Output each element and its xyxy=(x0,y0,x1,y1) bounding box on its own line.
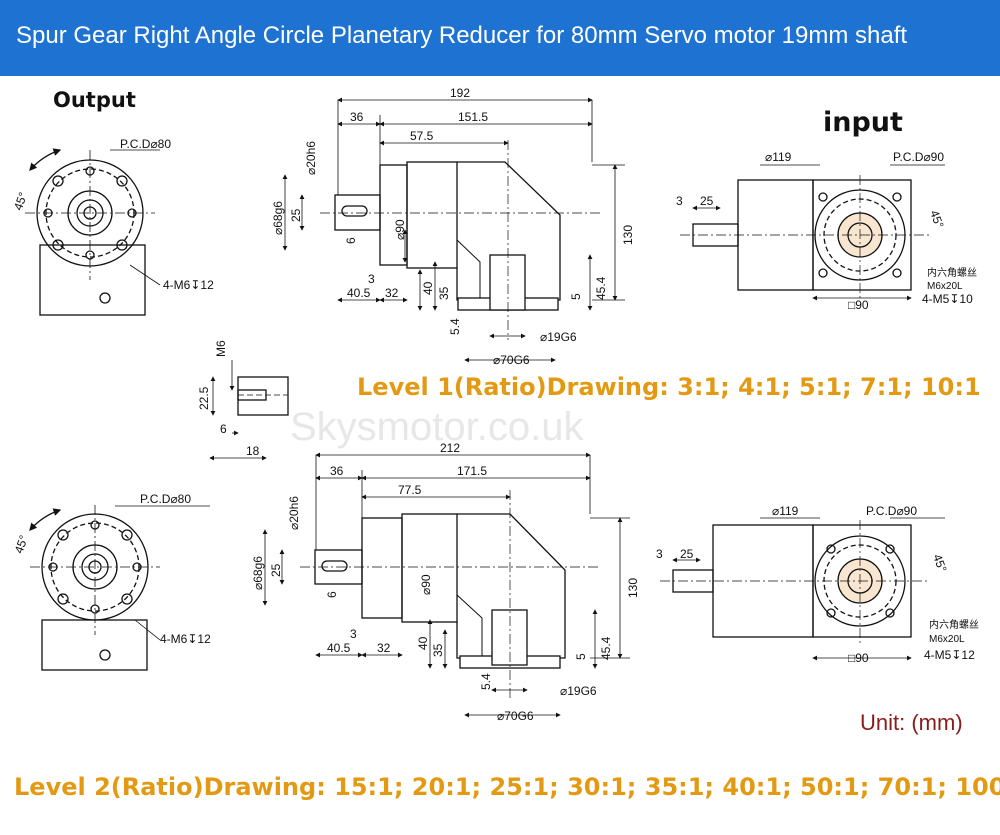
l1-in-d25: 25 xyxy=(700,194,714,208)
l1-side-body: 151.5 xyxy=(458,110,488,124)
l1-side-d3: 3 xyxy=(368,272,375,286)
l1-side-flange: 36 xyxy=(350,110,364,124)
l1-out-angle: 45° xyxy=(11,190,30,212)
l1-in-d3: 3 xyxy=(676,194,683,208)
l2-in-angle: 45° xyxy=(930,552,949,574)
l2-side-spigot: ⌀70G6 xyxy=(497,709,534,723)
l2-out-angle: 45° xyxy=(12,533,31,555)
l1-side-key25: 25 xyxy=(289,208,303,222)
l2-in-d119: ⌀119 xyxy=(772,504,799,518)
l1-in-screw: M6x20L xyxy=(927,281,963,292)
l1-side-bore: ⌀19G6 xyxy=(540,330,577,344)
watermark: Skysmotor.co.uk xyxy=(290,405,584,449)
l2-side-d90: ⌀90 xyxy=(419,574,433,595)
l2-side-d40-5: 40.5 xyxy=(327,641,351,655)
l2-side-d40: 40 xyxy=(416,636,430,650)
unit-label: Unit: (mm) xyxy=(860,710,963,735)
l2-in-holes: 4-M5↧12 xyxy=(924,648,975,662)
l2-side-d3: 3 xyxy=(350,627,357,641)
l1-side-axis: 57.5 xyxy=(410,129,434,143)
l1-in-holes: 4-M5↧10 xyxy=(922,292,973,306)
level2-ratio-label: Level 2(Ratio)Drawing: 15:1; 20:1; 25:1;… xyxy=(14,773,1000,801)
output-view-label: Output xyxy=(53,88,136,112)
l2-side-d32: 32 xyxy=(377,641,391,655)
l1-side-shaft: ⌀20h6 xyxy=(304,141,318,175)
page-title: Spur Gear Right Angle Circle Planetary R… xyxy=(16,22,908,49)
l2-side-shaft: ⌀20h6 xyxy=(287,496,301,530)
l2-in-square: □90 xyxy=(848,651,869,665)
level1-output-view xyxy=(25,148,161,316)
key-d6: 6 xyxy=(220,422,227,436)
l2-in-screw-cn: 内六角螺丝 xyxy=(929,618,979,631)
l1-in-screw-cn: 内六角螺丝 xyxy=(927,266,977,279)
l1-in-square: □90 xyxy=(848,298,869,312)
l2-out-pcd: P.C.D⌀80 xyxy=(140,492,191,506)
l2-side-key25: 25 xyxy=(269,563,283,577)
l1-in-angle: 45° xyxy=(927,208,946,230)
l1-out-pcd: P.C.D⌀80 xyxy=(120,137,171,151)
l1-side-key6: 6 xyxy=(344,237,358,244)
level1-ratio-label: Level 1(Ratio)Drawing: 3:1; 4:1; 5:1; 7:… xyxy=(357,373,981,401)
l2-in-d25: 25 xyxy=(680,547,694,561)
level2-side-view xyxy=(262,452,630,718)
key-d18: 18 xyxy=(246,444,260,458)
level2-input-view xyxy=(660,517,945,661)
l2-in-d3: 3 xyxy=(656,547,663,561)
l1-side-d90: ⌀90 xyxy=(393,219,407,240)
l1-side-overall: 192 xyxy=(450,86,470,100)
l1-side-d5: 5 xyxy=(569,293,583,300)
l2-side-flange: 36 xyxy=(330,464,344,478)
level1-side-view xyxy=(282,97,625,363)
l2-side-axis: 77.5 xyxy=(398,483,422,497)
l1-in-pcd: P.C.D⌀90 xyxy=(893,150,944,164)
l2-side-bore: ⌀19G6 xyxy=(560,684,597,698)
l1-side-d45-4: 45.4 xyxy=(594,276,608,300)
level1-input-view xyxy=(680,164,945,301)
key-d22-5: 22.5 xyxy=(197,386,211,410)
l2-side-body: 171.5 xyxy=(457,464,487,478)
l1-side-h130: 130 xyxy=(621,225,635,245)
l2-side-overall: 212 xyxy=(440,441,460,455)
l1-side-d5-4: 5.4 xyxy=(448,318,462,335)
l1-side-d40: 40 xyxy=(421,281,435,295)
input-view-label: input xyxy=(823,107,903,138)
l1-side-spigot: ⌀70G6 xyxy=(493,353,530,367)
l2-side-d45-4: 45.4 xyxy=(599,636,613,660)
technical-drawing: Skysmotor.co.uk P.C.D⌀80 45° 4-M6↧12 xyxy=(11,86,979,723)
l2-side-h130: 130 xyxy=(626,578,640,598)
l2-out-holes: 4-M6↧12 xyxy=(160,632,211,646)
l1-out-holes: 4-M6↧12 xyxy=(163,278,214,292)
l1-side-flange-dia: ⌀68g6 xyxy=(271,201,285,235)
l1-side-d32: 32 xyxy=(385,286,399,300)
l2-side-flange-dia: ⌀68g6 xyxy=(251,556,265,590)
l2-side-d35: 35 xyxy=(431,643,445,657)
l2-side-key6: 6 xyxy=(325,591,339,598)
title-bar: Spur Gear Right Angle Circle Planetary R… xyxy=(0,0,1000,76)
l1-side-d35: 35 xyxy=(437,286,451,300)
key-m6: M6 xyxy=(214,340,228,357)
key-detail xyxy=(209,360,289,461)
l2-in-pcd: P.C.D⌀90 xyxy=(866,504,917,518)
level2-output-view xyxy=(29,505,210,671)
l1-in-d119: ⌀119 xyxy=(765,150,792,164)
l1-side-d40-5: 40.5 xyxy=(347,286,371,300)
l2-side-d5: 5 xyxy=(574,653,588,660)
l2-in-screw: M6x20L xyxy=(929,634,965,645)
l2-side-d5-4: 5.4 xyxy=(479,673,493,690)
